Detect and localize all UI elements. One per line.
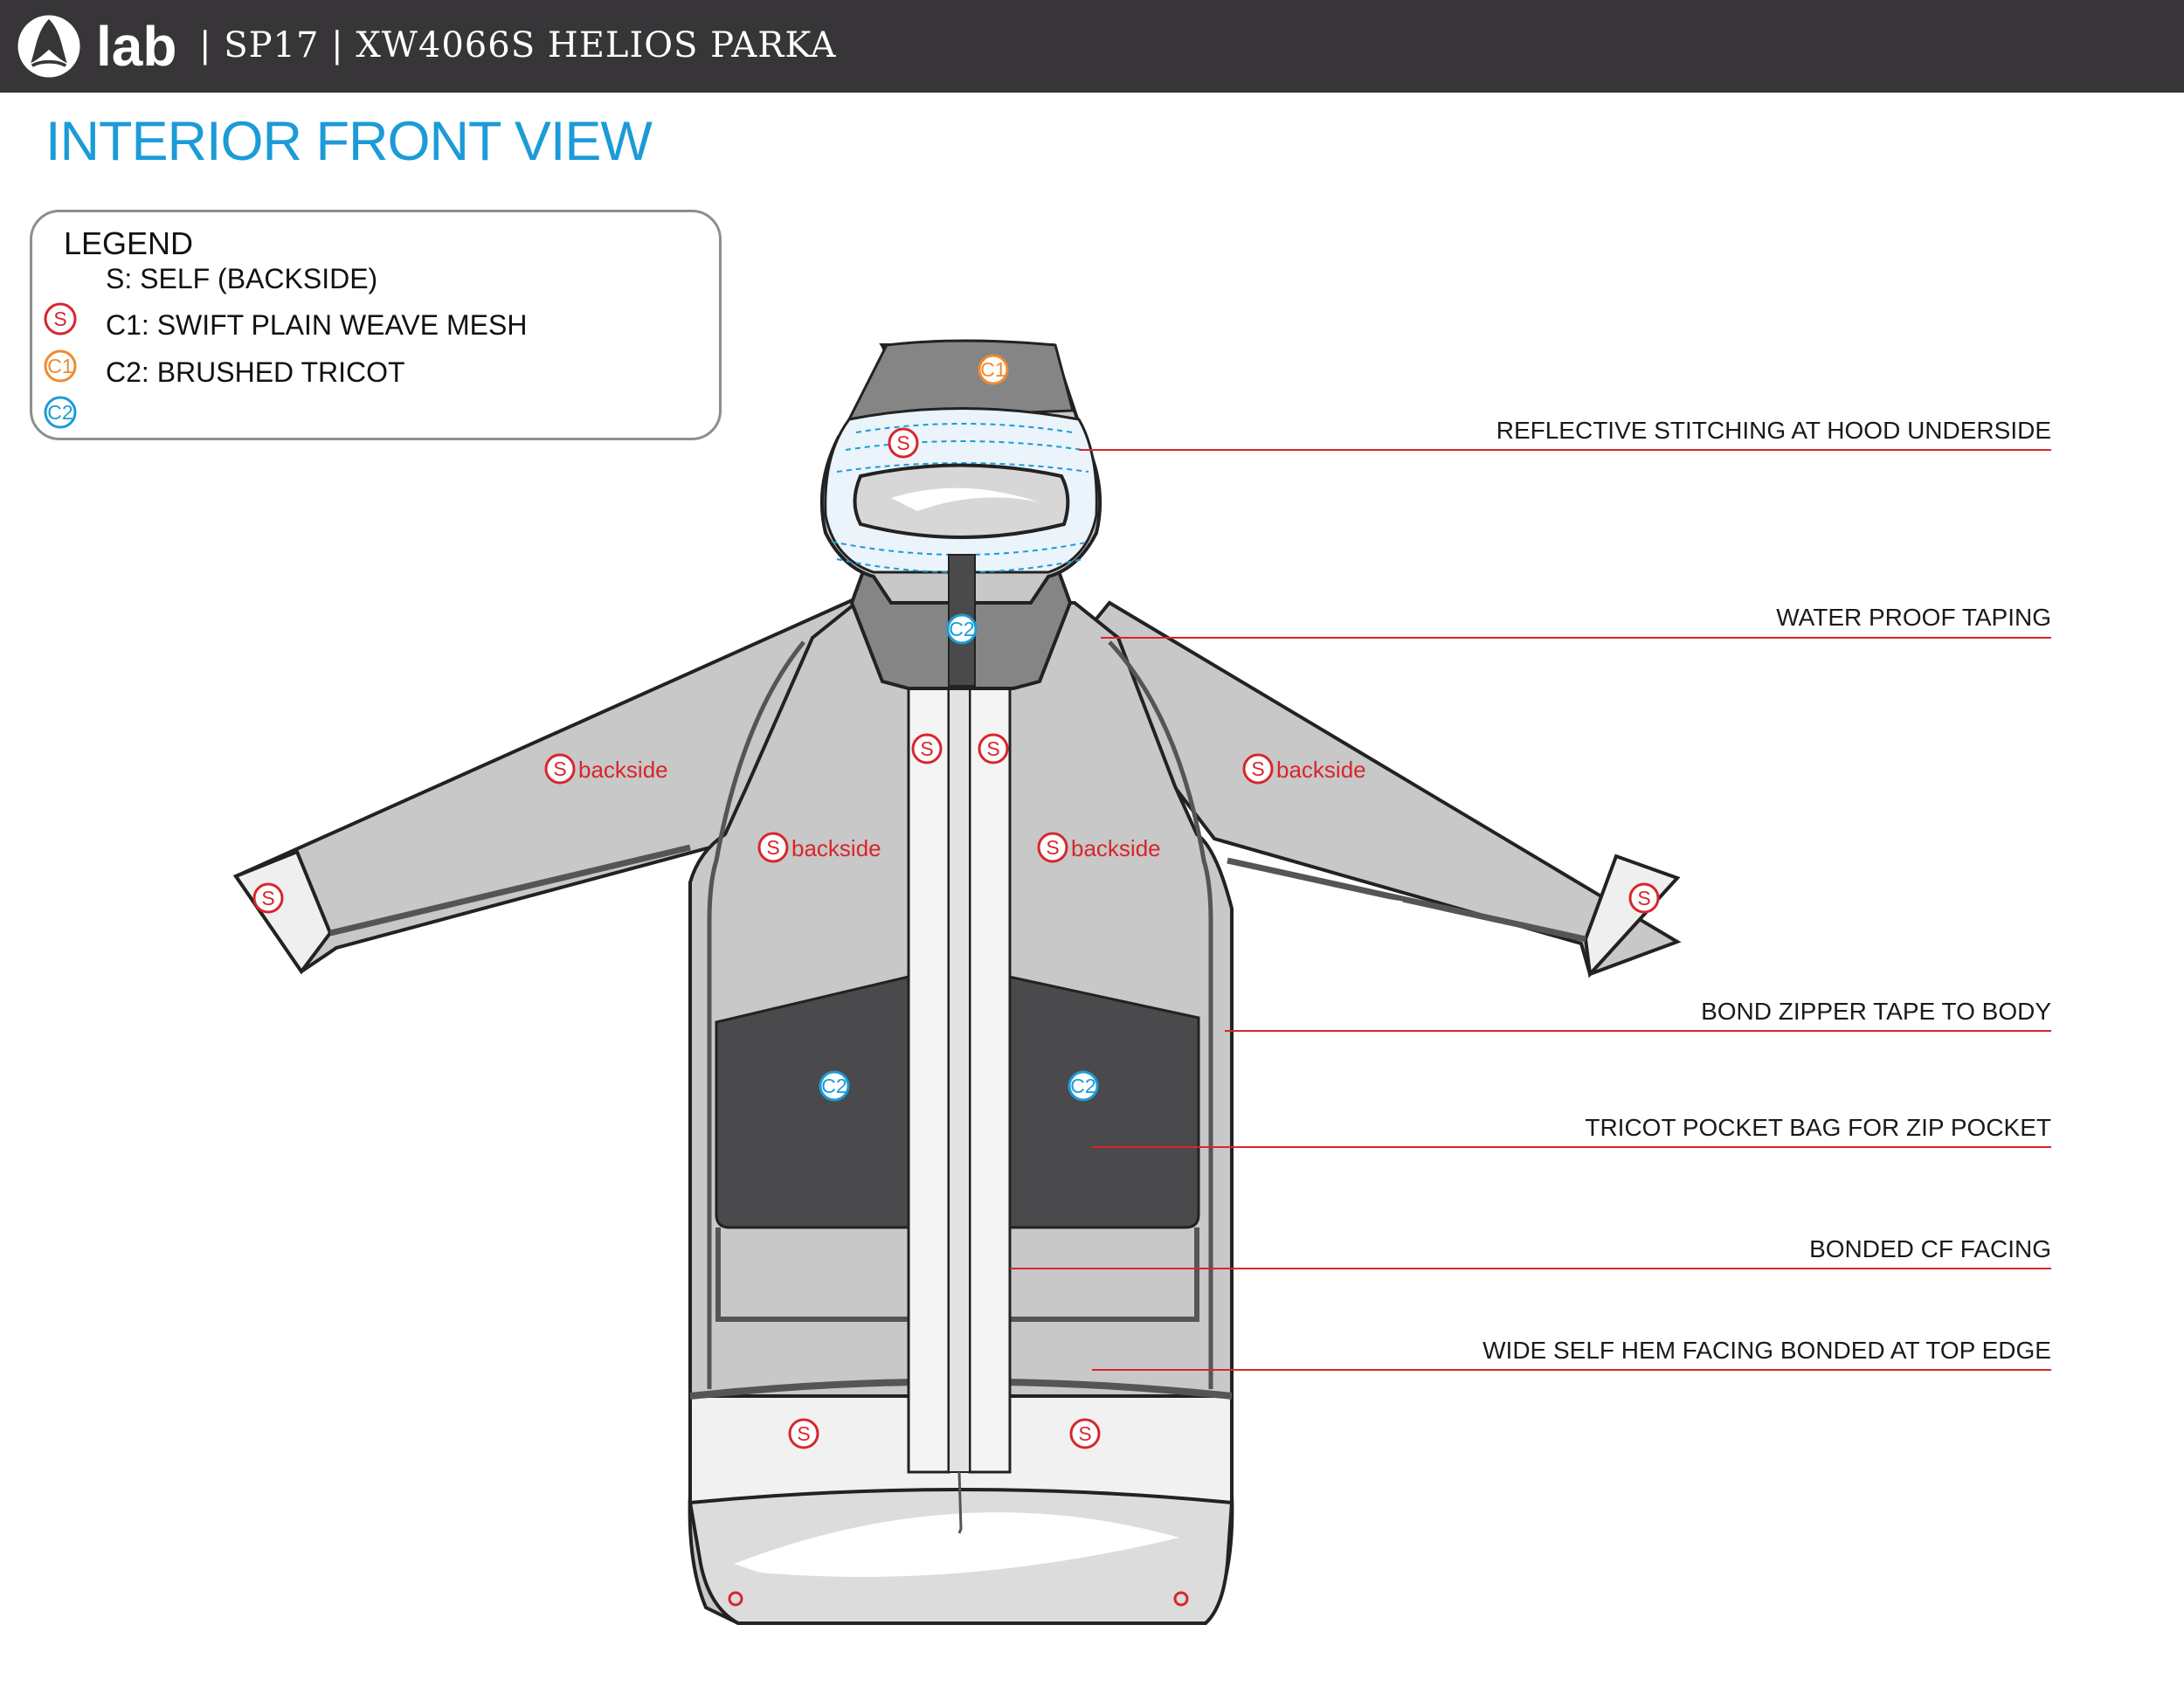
svg-text:S: S bbox=[920, 737, 933, 760]
legend-box: LEGEND S: SELF (BACKSIDE) C1: SWIFT PLAI… bbox=[30, 210, 722, 440]
marker-s-right-hem: S bbox=[1069, 1418, 1101, 1449]
marker-s-backside-left-sleeve: S backside bbox=[544, 753, 668, 785]
callout-wide-hem-facing: WIDE SELF HEM FACING BONDED AT TOP EDGE bbox=[1092, 1337, 2051, 1371]
legend-entry-c1: C1: SWIFT PLAIN WEAVE MESH bbox=[106, 309, 528, 341]
callout-tricot-pocket-bag: TRICOT POCKET BAG FOR ZIP POCKET bbox=[1092, 1114, 2051, 1148]
marker-s-left-hem: S bbox=[788, 1418, 819, 1449]
marker-c2-left-pocket: C2 bbox=[819, 1070, 850, 1102]
marker-c2-right-pocket: C2 bbox=[1068, 1070, 1099, 1102]
jacket-body bbox=[688, 601, 1234, 1625]
svg-text:S: S bbox=[1251, 757, 1264, 780]
marker-c2-collar: C2 bbox=[946, 613, 978, 645]
svg-text:C2: C2 bbox=[1070, 1075, 1095, 1097]
marker-s-cf-right: S bbox=[978, 733, 1009, 764]
header-bar: lab | SP17 | XW4066S HELIOS PARKA bbox=[0, 0, 2184, 93]
marker-c1-hood: C1 bbox=[978, 354, 1009, 385]
svg-text:S: S bbox=[553, 757, 566, 780]
svg-text:C2: C2 bbox=[821, 1075, 847, 1097]
legend-symbol-c2: C2 bbox=[44, 396, 77, 429]
marker-s-backside-left-body: S backside bbox=[757, 832, 881, 863]
svg-text:backside: backside bbox=[791, 835, 881, 861]
marker-s-hood: S bbox=[888, 427, 919, 459]
legend-symbol-self: S bbox=[44, 302, 77, 335]
lululemon-logo-icon bbox=[17, 15, 80, 78]
legend-symbol-c1: C1 bbox=[44, 349, 77, 383]
svg-text:S: S bbox=[1078, 1422, 1091, 1445]
svg-text:backside: backside bbox=[1276, 757, 1366, 783]
svg-text:backside: backside bbox=[1071, 835, 1161, 861]
svg-text:backside: backside bbox=[578, 757, 668, 783]
left-sleeve bbox=[232, 596, 902, 975]
callout-reflective-stitching: REFLECTIVE STITCHING AT HOOD UNDERSIDE bbox=[1079, 417, 2051, 451]
svg-text:S: S bbox=[896, 432, 909, 454]
svg-text:C1: C1 bbox=[47, 355, 73, 377]
svg-text:WIDE SELF HEM FACING BONDED AT: WIDE SELF HEM FACING BONDED AT TOP EDGE bbox=[1482, 1337, 2051, 1364]
right-sleeve bbox=[1068, 600, 1682, 978]
legend-entry-self: S: SELF (BACKSIDE) bbox=[106, 263, 378, 294]
marker-s-backside-right-sleeve: S backside bbox=[1242, 753, 1366, 785]
svg-text:TRICOT POCKET BAG FOR ZIP POCK: TRICOT POCKET BAG FOR ZIP POCKET bbox=[1585, 1114, 2051, 1141]
svg-text:C2: C2 bbox=[949, 618, 974, 640]
callout-waterproof-taping: WATER PROOF TAPING bbox=[1101, 604, 2051, 639]
svg-text:S: S bbox=[53, 308, 66, 330]
svg-text:S: S bbox=[797, 1422, 810, 1445]
marker-s-cf-left: S bbox=[911, 733, 943, 764]
marker-s-left-cuff: S bbox=[252, 882, 284, 914]
callout-bonded-cf-facing: BONDED CF FACING bbox=[1010, 1235, 2051, 1269]
svg-text:BOND ZIPPER TAPE TO BODY: BOND ZIPPER TAPE TO BODY bbox=[1701, 998, 2051, 1025]
marker-s-right-cuff: S bbox=[1628, 882, 1660, 914]
marker-s-backside-right-body: S backside bbox=[1037, 832, 1161, 863]
product-title: | SP17 | XW4066S HELIOS PARKA bbox=[199, 25, 837, 66]
svg-text:C1: C1 bbox=[980, 358, 1006, 381]
svg-text:S: S bbox=[766, 836, 779, 859]
brand-wordmark: lab bbox=[96, 15, 177, 78]
svg-text:C2: C2 bbox=[47, 401, 73, 424]
svg-text:S: S bbox=[986, 737, 999, 760]
svg-text:S: S bbox=[1046, 836, 1059, 859]
legend-entry-c2: C2: BRUSHED TRICOT bbox=[106, 356, 405, 388]
svg-text:REFLECTIVE STITCHING AT HOOD U: REFLECTIVE STITCHING AT HOOD UNDERSIDE bbox=[1496, 417, 2051, 444]
svg-text:WATER PROOF TAPING: WATER PROOF TAPING bbox=[1776, 604, 2051, 631]
svg-text:S: S bbox=[261, 887, 274, 909]
legend-heading: LEGEND bbox=[64, 225, 194, 261]
page-title: INTERIOR FRONT VIEW bbox=[45, 111, 653, 172]
callout-bond-zipper-tape: BOND ZIPPER TAPE TO BODY bbox=[1225, 998, 2051, 1032]
svg-text:BONDED CF FACING: BONDED CF FACING bbox=[1809, 1235, 2051, 1262]
svg-text:S: S bbox=[1637, 887, 1650, 909]
